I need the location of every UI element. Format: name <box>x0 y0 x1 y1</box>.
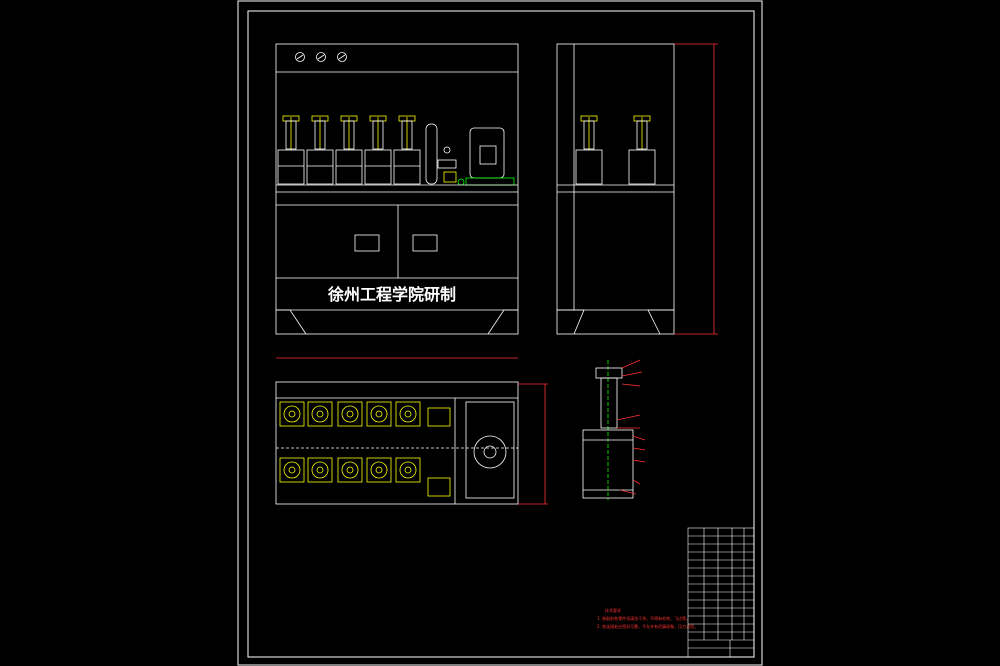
note-2: 2. 各连接处应密封可靠，不允许有泄漏现象，压力试验。 <box>597 623 698 629</box>
gauge-2-icon <box>316 52 326 62</box>
cylinder-group <box>277 115 421 185</box>
note-1: 1. 装配前各零件须清洗干净，不得有毛刺、飞边等。 <box>597 615 690 621</box>
top-view <box>275 357 548 505</box>
technical-notes: 技术要求 1. 装配前各零件须清洗干净，不得有毛刺、飞边等。 2. 各连接处应密… <box>597 607 698 629</box>
side-view <box>556 43 718 335</box>
gauge-1-icon <box>295 52 305 62</box>
gauge-3-icon <box>337 52 347 62</box>
front-view <box>275 43 519 335</box>
motor-pump <box>469 127 505 179</box>
accumulator <box>425 123 438 185</box>
detail-view <box>582 359 646 500</box>
outer-border <box>237 0 763 666</box>
title-block <box>687 527 755 658</box>
notes-title: 技术要求 <box>605 607 621 613</box>
inner-border <box>247 10 755 658</box>
maker-label: 徐州工程学院研制 <box>327 285 456 304</box>
